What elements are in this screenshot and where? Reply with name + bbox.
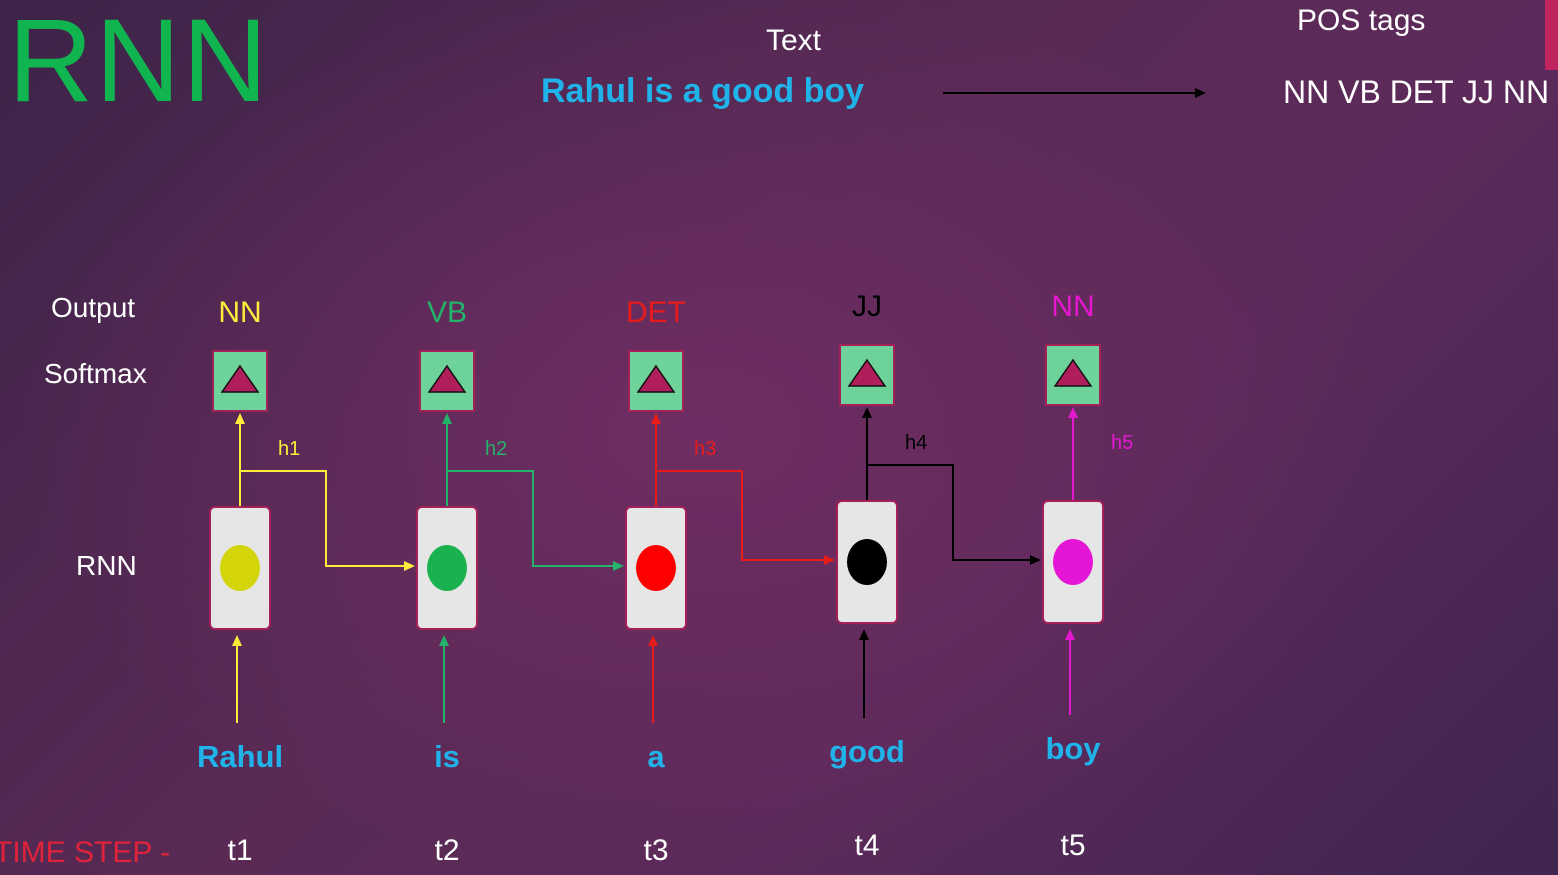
hidden-state-label: h4	[905, 432, 928, 454]
softmax-box	[839, 344, 895, 406]
recurrent-connection	[447, 470, 615, 567]
softmax-box	[419, 350, 475, 412]
hidden-state-label: h2	[485, 438, 508, 460]
output-arrowhead	[1068, 407, 1078, 418]
time-step-label: TIME STEP -	[0, 836, 171, 869]
triangle-icon	[1053, 358, 1093, 387]
input-arrowhead	[859, 629, 869, 640]
softmax-box	[628, 350, 684, 412]
output-tag: JJ	[852, 290, 882, 323]
rnn-cell	[209, 506, 271, 630]
recurrent-connection	[867, 464, 1032, 561]
input-word: a	[647, 739, 665, 774]
output-arrowhead	[235, 413, 245, 424]
input-word: is	[434, 739, 460, 774]
hidden-state-dot	[220, 545, 260, 591]
output-tag: NN	[1051, 290, 1095, 323]
rnn-row-label: RNN	[76, 550, 137, 581]
output-arrowhead	[862, 407, 872, 418]
triangle-icon	[847, 358, 887, 387]
time-step: t1	[227, 834, 253, 867]
input-word: good	[829, 734, 905, 769]
triangle-icon	[220, 364, 260, 393]
recurrent-arrowhead	[613, 561, 624, 571]
softmax-box	[212, 350, 268, 412]
hidden-state-label: h1	[278, 438, 301, 460]
output-arrowhead	[442, 413, 452, 424]
time-step: t2	[434, 834, 460, 867]
hidden-state-dot	[1053, 539, 1093, 585]
softmax-box	[1045, 344, 1101, 406]
diagram-title: RNN	[8, 0, 270, 127]
pos-tags-label: POS tags	[1297, 4, 1426, 37]
input-word: boy	[1045, 731, 1101, 766]
rnn-cell	[416, 506, 478, 630]
triangle-icon	[427, 364, 467, 393]
output-arrowhead	[651, 413, 661, 424]
hidden-state-dot	[847, 539, 887, 585]
rnn-cell	[1042, 500, 1104, 624]
time-step: t3	[643, 834, 669, 867]
time-step: t5	[1060, 829, 1086, 862]
pos-tags-values: NN VB DET JJ NN	[1283, 74, 1550, 110]
sentence-to-tags-arrowhead	[1195, 88, 1206, 98]
recurrent-arrowhead	[404, 561, 415, 571]
hidden-state-dot	[427, 545, 467, 591]
input-arrowhead	[232, 635, 242, 646]
recurrent-arrowhead	[1030, 555, 1041, 565]
input-word: Rahul	[196, 739, 284, 774]
recurrent-connection	[656, 470, 826, 561]
hidden-state-label: h5	[1111, 432, 1134, 454]
recurrent-arrowhead	[824, 555, 835, 565]
accent-bar	[1545, 0, 1558, 70]
time-step: t4	[854, 829, 880, 862]
triangle-icon	[636, 364, 676, 393]
rnn-cell	[625, 506, 687, 630]
output-tag: DET	[626, 296, 686, 329]
rnn-cell	[836, 500, 898, 624]
softmax-row-label: Softmax	[44, 358, 147, 389]
output-row-label: Output	[51, 292, 136, 323]
input-arrowhead	[439, 635, 449, 646]
hidden-state-label: h3	[694, 438, 717, 460]
hidden-state-dot	[636, 545, 676, 591]
recurrent-connection	[240, 470, 406, 567]
output-tag: NN	[218, 296, 262, 329]
input-sentence: Rahul is a good boy	[541, 72, 865, 110]
input-arrowhead	[648, 635, 658, 646]
output-tag: VB	[426, 296, 468, 329]
input-arrowhead	[1065, 629, 1075, 640]
text-label: Text	[766, 24, 822, 57]
